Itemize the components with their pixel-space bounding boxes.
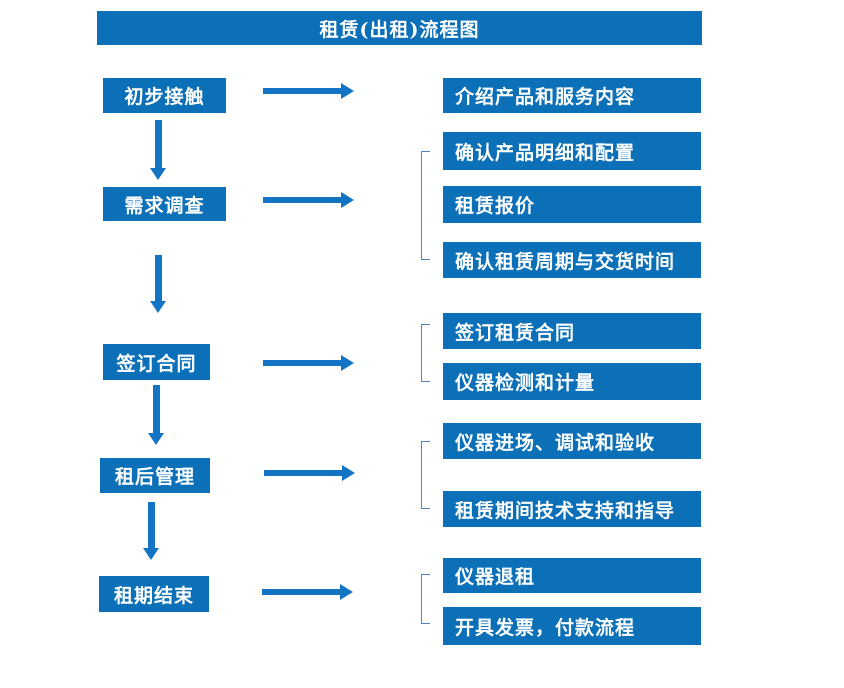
down-arrow-icon (148, 385, 165, 445)
output-box-instrument-delivery: 仪器进场、调试和验收 (443, 423, 701, 459)
down-arrow-icon (143, 502, 160, 560)
output-box-technical-support: 租赁期间技术支持和指导 (443, 491, 701, 527)
stage-box-post-rental-management: 租后管理 (100, 458, 210, 493)
stage-box-demand-survey: 需求调查 (103, 187, 226, 221)
group-bracket (421, 441, 430, 509)
flowchart-title: 租赁(出租)流程图 (97, 11, 702, 45)
right-arrow-icon (262, 584, 353, 600)
output-box-invoice-payment: 开具发票，付款流程 (443, 607, 701, 645)
right-arrow-icon (263, 192, 354, 208)
output-box-introduce-products: 介绍产品和服务内容 (443, 78, 701, 113)
right-arrow-icon (263, 355, 354, 371)
output-box-instrument-inspection: 仪器检测和计量 (443, 363, 701, 400)
down-arrow-icon (150, 120, 167, 180)
output-box-confirm-product-details: 确认产品明细和配置 (443, 132, 701, 170)
down-arrow-icon (150, 255, 167, 313)
stage-box-initial-contact: 初步接触 (103, 78, 226, 113)
right-arrow-icon (263, 83, 354, 99)
right-arrow-icon (264, 465, 355, 481)
group-bracket (421, 151, 430, 260)
output-box-sign-rental-contract: 签订租赁合同 (443, 313, 701, 349)
group-bracket (421, 324, 430, 382)
output-box-instrument-return: 仪器退租 (443, 558, 701, 593)
output-box-rental-quote: 租赁报价 (443, 186, 701, 223)
stage-box-rental-end: 租期结束 (99, 576, 209, 612)
group-bracket (421, 574, 430, 624)
output-box-confirm-rental-period: 确认租赁周期与交货时间 (443, 242, 701, 278)
stage-box-sign-contract: 签订合同 (103, 344, 210, 380)
